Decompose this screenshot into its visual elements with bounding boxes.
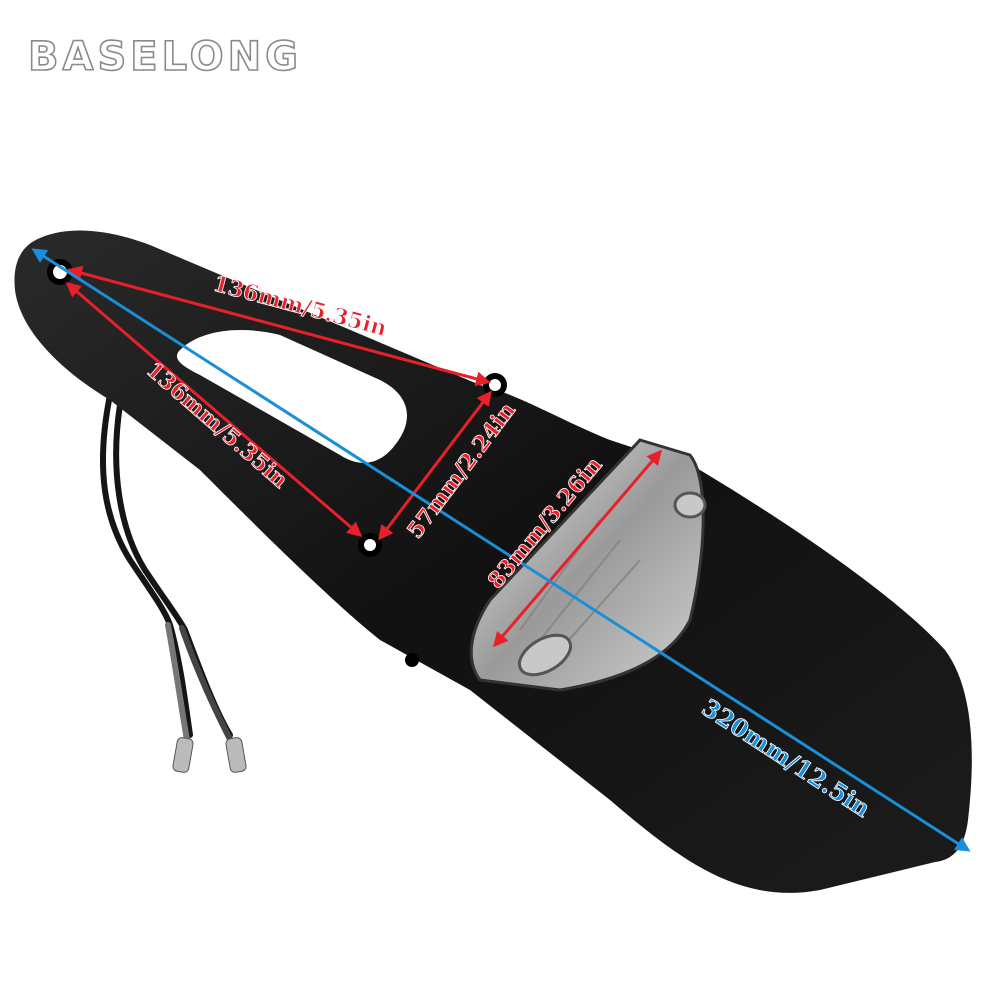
side-hole (405, 653, 419, 667)
dimension-line-blue (31, 248, 971, 852)
mount-hole-bottom (358, 533, 382, 557)
brand-logo: BASELONG (27, 33, 302, 81)
mount-hole-right (483, 373, 507, 397)
